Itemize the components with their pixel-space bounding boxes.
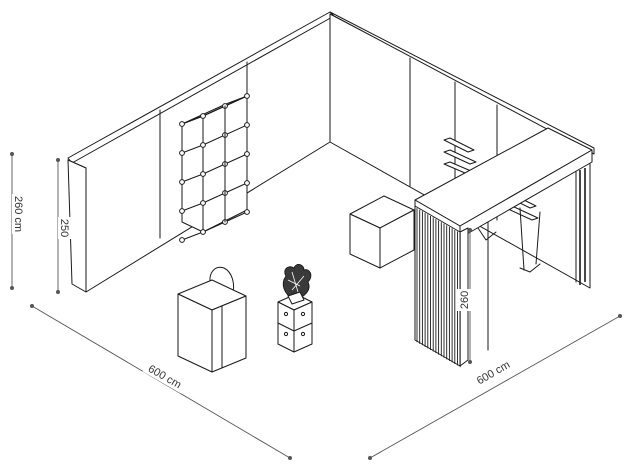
cube-box — [349, 195, 415, 269]
dimension-label-height-inner: 250 — [58, 217, 72, 239]
dimension-lines — [10, 152, 622, 460]
svg-text:600 cm: 600 cm — [475, 359, 512, 387]
svg-text:260 cm: 260 cm — [12, 196, 24, 232]
connector — [244, 151, 250, 157]
connector — [200, 142, 206, 148]
front-desk — [177, 279, 247, 373]
connector — [179, 150, 185, 156]
plant-stand — [277, 293, 313, 353]
connector — [244, 180, 250, 186]
connector — [179, 237, 185, 243]
svg-text:260: 260 — [459, 291, 471, 309]
potted-plant — [282, 264, 312, 305]
svg-text:600 cm: 600 cm — [146, 363, 183, 391]
connector — [244, 122, 250, 128]
connector — [200, 229, 206, 235]
connector — [179, 179, 185, 185]
connector — [179, 208, 185, 214]
connector — [200, 171, 206, 177]
svg-text:250: 250 — [58, 219, 70, 237]
dimension-label-width-left: 600 cm — [142, 359, 188, 394]
cube-shelf — [179, 93, 250, 243]
back-right-wall — [329, 11, 595, 289]
left-end-panel — [67, 159, 87, 293]
dimension-label-height-outer: 260 cm — [12, 194, 26, 234]
connector — [200, 200, 206, 206]
connector — [200, 113, 206, 119]
slatted-column — [414, 205, 469, 368]
connector — [179, 121, 185, 127]
dimension-label-width-right: 600 cm — [470, 355, 516, 390]
dimension-label-height-column: 260 — [457, 289, 471, 311]
connector — [244, 93, 250, 99]
connector — [244, 209, 250, 215]
